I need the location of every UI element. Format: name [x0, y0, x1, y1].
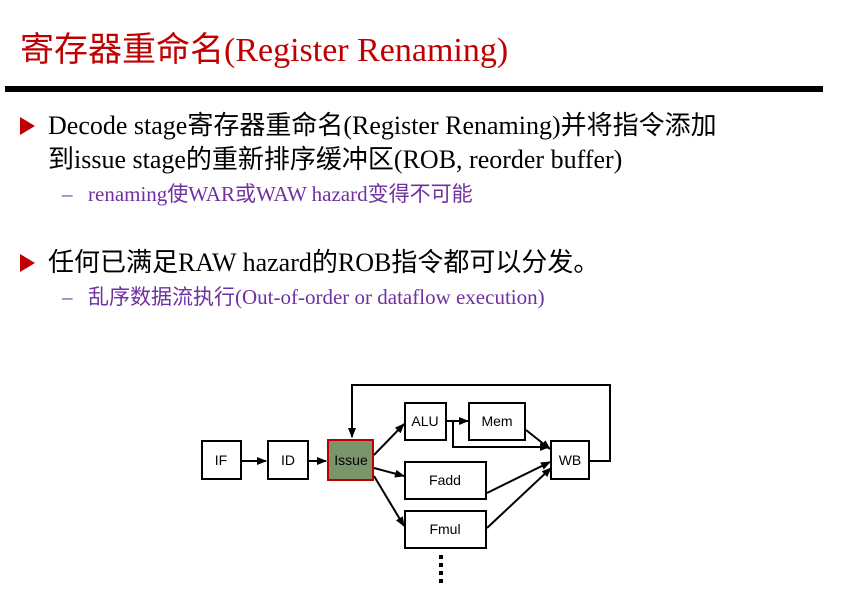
stage-issue-label: Issue [334, 452, 368, 468]
arrow-wb-feedback [348, 384, 611, 462]
stage-wb-label: WB [559, 452, 582, 468]
title-divider [5, 86, 823, 92]
bullet-1-line-2: 到issue stage的重新排序缓冲区(ROB, reorder buffer… [48, 145, 623, 174]
stage-id-label: ID [281, 452, 295, 468]
stage-issue-box [327, 439, 374, 481]
bullet-1-sub: renaming使WAR或WAW hazard变得不可能 [88, 182, 473, 206]
stage-wb-box [550, 440, 590, 480]
arrow-issue-alu [373, 423, 405, 456]
stage-if-label: IF [215, 452, 227, 468]
arrow-fmul-wb [486, 467, 552, 529]
unit-mem-box [468, 402, 526, 441]
bullet-1-line-1: Decode stage寄存器重命名(Register Renaming)并将指… [48, 111, 717, 140]
arrow-alu-wb [452, 421, 550, 451]
unit-alu-label: ALU [411, 413, 438, 429]
unit-fadd-box [404, 461, 487, 500]
bullet-arrow-icon [20, 117, 35, 135]
sub-bullet-marker: – [62, 285, 73, 309]
stage-if-box [201, 440, 242, 480]
slide-title: 寄存器重命名(Register Renaming) [20, 32, 509, 69]
unit-fmul-box [404, 510, 487, 549]
unit-mem-label: Mem [481, 413, 512, 429]
bullet-arrow-icon [20, 254, 35, 272]
sub-bullet-marker: – [62, 182, 73, 206]
arrow-issue-fmul [373, 475, 405, 527]
arrow-mem-wb [525, 429, 551, 450]
stage-id-box [267, 440, 309, 480]
unit-fadd-label: Fadd [429, 472, 461, 488]
continuation-ellipsis [439, 555, 443, 583]
arrow-fadd-wb [486, 461, 551, 494]
unit-fmul-label: Fmul [429, 521, 460, 537]
arrow-issue-fadd [373, 467, 405, 478]
unit-alu-box [404, 402, 447, 441]
bullet-2-line-1: 任何已满足RAW hazard的ROB指令都可以分发。 [48, 248, 600, 277]
bullet-2-sub: 乱序数据流执行(Out-of-order or dataflow executi… [88, 285, 545, 309]
